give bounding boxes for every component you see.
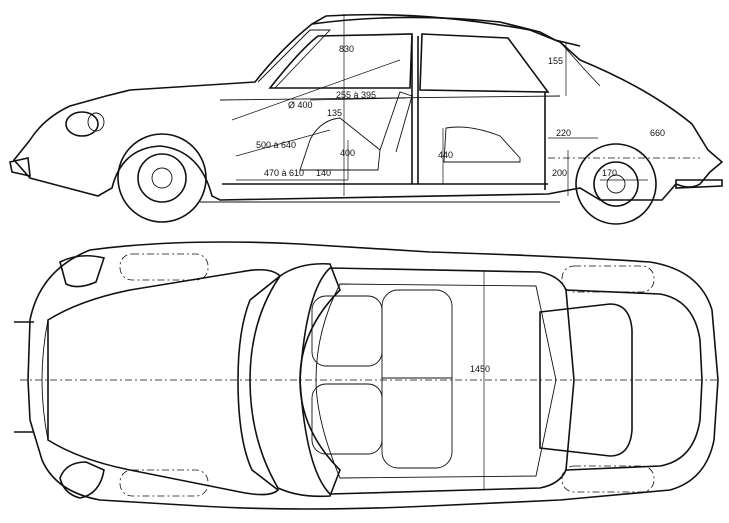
label-ground-clearance: 170 <box>602 168 617 178</box>
top-wheel-rear-upper <box>561 265 655 293</box>
top-wheel-front-lower <box>119 469 209 497</box>
side-front-bumper <box>9 157 31 178</box>
top-headlight-front-right <box>59 461 105 499</box>
label-trunk-height: 200 <box>552 168 567 178</box>
label-floor-height: 140 <box>316 168 331 178</box>
label-wheel-diameter: Ø 400 <box>288 100 313 110</box>
label-trunk-depth: 220 <box>556 128 571 138</box>
top-wheel-front-upper <box>119 253 209 281</box>
label-roof-height: 830 <box>339 44 354 54</box>
side-rear-wheel <box>575 143 657 225</box>
label-seat-range: 255 à 395 <box>336 90 376 100</box>
top-roof-inner <box>315 283 557 479</box>
side-rear-seat <box>443 126 521 163</box>
top-front-seat-left <box>311 295 383 367</box>
side-front-seat <box>299 117 381 171</box>
side-headlight <box>65 111 99 137</box>
side-windshield <box>257 29 332 89</box>
side-roof <box>311 16 581 47</box>
side-rear-window <box>419 33 550 93</box>
top-rear-screen <box>539 303 633 457</box>
top-front-seat-right <box>311 383 383 455</box>
top-view: 1450 <box>14 241 720 510</box>
side-headlight-inner <box>87 112 105 132</box>
side-dim-255 <box>309 97 407 101</box>
top-rear-bench <box>381 289 453 469</box>
label-rear-seat-height: 440 <box>438 150 453 160</box>
label-floor-length-range: 470 à 610 <box>264 168 304 178</box>
side-dim-diag <box>231 59 401 121</box>
label-interior-width: 1450 <box>470 364 490 374</box>
top-roof <box>299 267 575 495</box>
label-rear-roof: 155 <box>548 56 563 66</box>
top-wheel-rear-lower <box>561 465 655 493</box>
top-body-outline <box>27 241 719 510</box>
side-body-outline <box>12 13 724 201</box>
label-seat-height: 400 <box>340 148 355 158</box>
side-roof-rear <box>559 41 601 87</box>
label-seat-height-offset: 135 <box>327 108 342 118</box>
top-headlight-front-left <box>59 254 106 288</box>
side-rear-bumper <box>675 179 723 189</box>
side-dim-500 <box>235 129 331 157</box>
label-seat-depth-range: 500 à 640 <box>256 140 296 150</box>
side-view: 830 155 Ø 400 255 à 395 135 500 à 640 40… <box>9 13 724 225</box>
side-front-window <box>268 33 413 89</box>
label-trunk-length: 660 <box>650 128 665 138</box>
top-hood <box>47 268 282 496</box>
side-front-seatback <box>379 91 413 153</box>
side-front-wheel <box>117 133 207 223</box>
